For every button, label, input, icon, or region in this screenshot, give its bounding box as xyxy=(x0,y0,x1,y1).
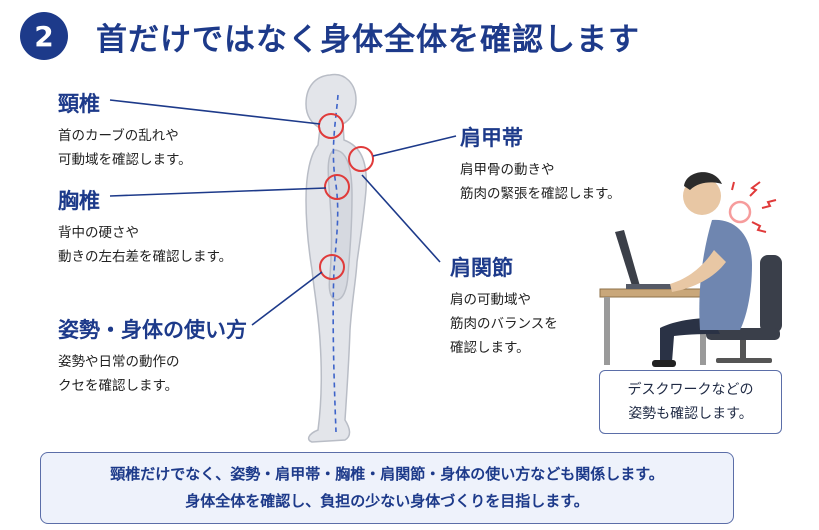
marker-thoracic xyxy=(324,174,350,200)
marker-cervical xyxy=(318,113,344,139)
label-cervical: 頸椎 首のカーブの乱れや 可動域を確認します。 xyxy=(58,88,192,172)
desc-line: 可動域を確認します。 xyxy=(58,152,192,168)
summary-line: 身体全体を確認し、負担の少ない身体づくりを目指します。 xyxy=(185,492,589,510)
desc-line: 肩甲骨の動きや xyxy=(460,162,555,178)
summary-line: 頸椎だけでなく、姿勢・肩甲帯・胸椎・肩関節・身体の使い方なども関係します。 xyxy=(110,465,664,483)
label-shoulder-girdle-desc: 肩甲骨の動きや 筋肉の緊張を確認します。 xyxy=(460,158,621,206)
desc-line: クセを確認します。 xyxy=(58,378,179,394)
label-thoracic-title: 胸椎 xyxy=(58,189,100,213)
marker-posture xyxy=(319,254,345,280)
label-shoulder-joint-title: 肩関節 xyxy=(450,256,513,280)
label-cervical-title: 頸椎 xyxy=(58,92,100,116)
marker-shoulder-girdle xyxy=(348,146,374,172)
desc-line: 姿勢や日常の動作の xyxy=(58,354,180,370)
leader-lines xyxy=(109,99,457,326)
label-cervical-desc: 首のカーブの乱れや 可動域を確認します。 xyxy=(58,124,192,172)
spine-line xyxy=(332,94,339,433)
page-title: 首だけではなく身体全体を確認します xyxy=(96,22,640,58)
check-markers xyxy=(318,113,374,280)
desk-note-line: デスクワークなどの xyxy=(627,382,754,398)
desk-work-note: デスクワークなどの 姿勢も確認します。 xyxy=(599,370,782,434)
label-posture-desc: 姿勢や日常の動作の クセを確認します。 xyxy=(58,350,247,398)
desc-line: 肩の可動域や xyxy=(450,292,531,308)
label-thoracic: 胸椎 背中の硬さや 動きの左右差を確認します。 xyxy=(58,185,232,269)
desc-line: 動きの左右差を確認します。 xyxy=(58,249,233,265)
desc-line: 首のカーブの乱れや xyxy=(58,128,179,144)
label-shoulder-joint-desc: 肩の可動域や 筋肉のバランスを 確認します。 xyxy=(450,288,558,360)
desc-line: 背中の硬さや xyxy=(58,225,139,241)
label-posture-title: 姿勢・身体の使い方 xyxy=(58,318,247,342)
desk-note-line: 姿勢も確認します。 xyxy=(628,406,753,422)
step-number-badge: 2 xyxy=(20,12,68,60)
desc-line: 確認します。 xyxy=(450,340,530,356)
label-posture: 姿勢・身体の使い方 姿勢や日常の動作の クセを確認します。 xyxy=(58,314,247,398)
desk-worker-illustration xyxy=(599,172,782,367)
label-shoulder-girdle-title: 肩甲帯 xyxy=(460,126,523,150)
standing-body-figure xyxy=(305,73,368,443)
label-thoracic-desc: 背中の硬さや 動きの左右差を確認します。 xyxy=(58,221,232,269)
summary-box: 頸椎だけでなく、姿勢・肩甲帯・胸椎・肩関節・身体の使い方なども関係します。 身体… xyxy=(40,452,734,524)
desc-line: 筋肉のバランスを xyxy=(450,316,558,332)
label-shoulder-girdle: 肩甲帯 肩甲骨の動きや 筋肉の緊張を確認します。 xyxy=(460,122,621,206)
desc-line: 筋肉の緊張を確認します。 xyxy=(460,186,621,202)
label-shoulder-joint: 肩関節 肩の可動域や 筋肉のバランスを 確認します。 xyxy=(450,252,558,360)
